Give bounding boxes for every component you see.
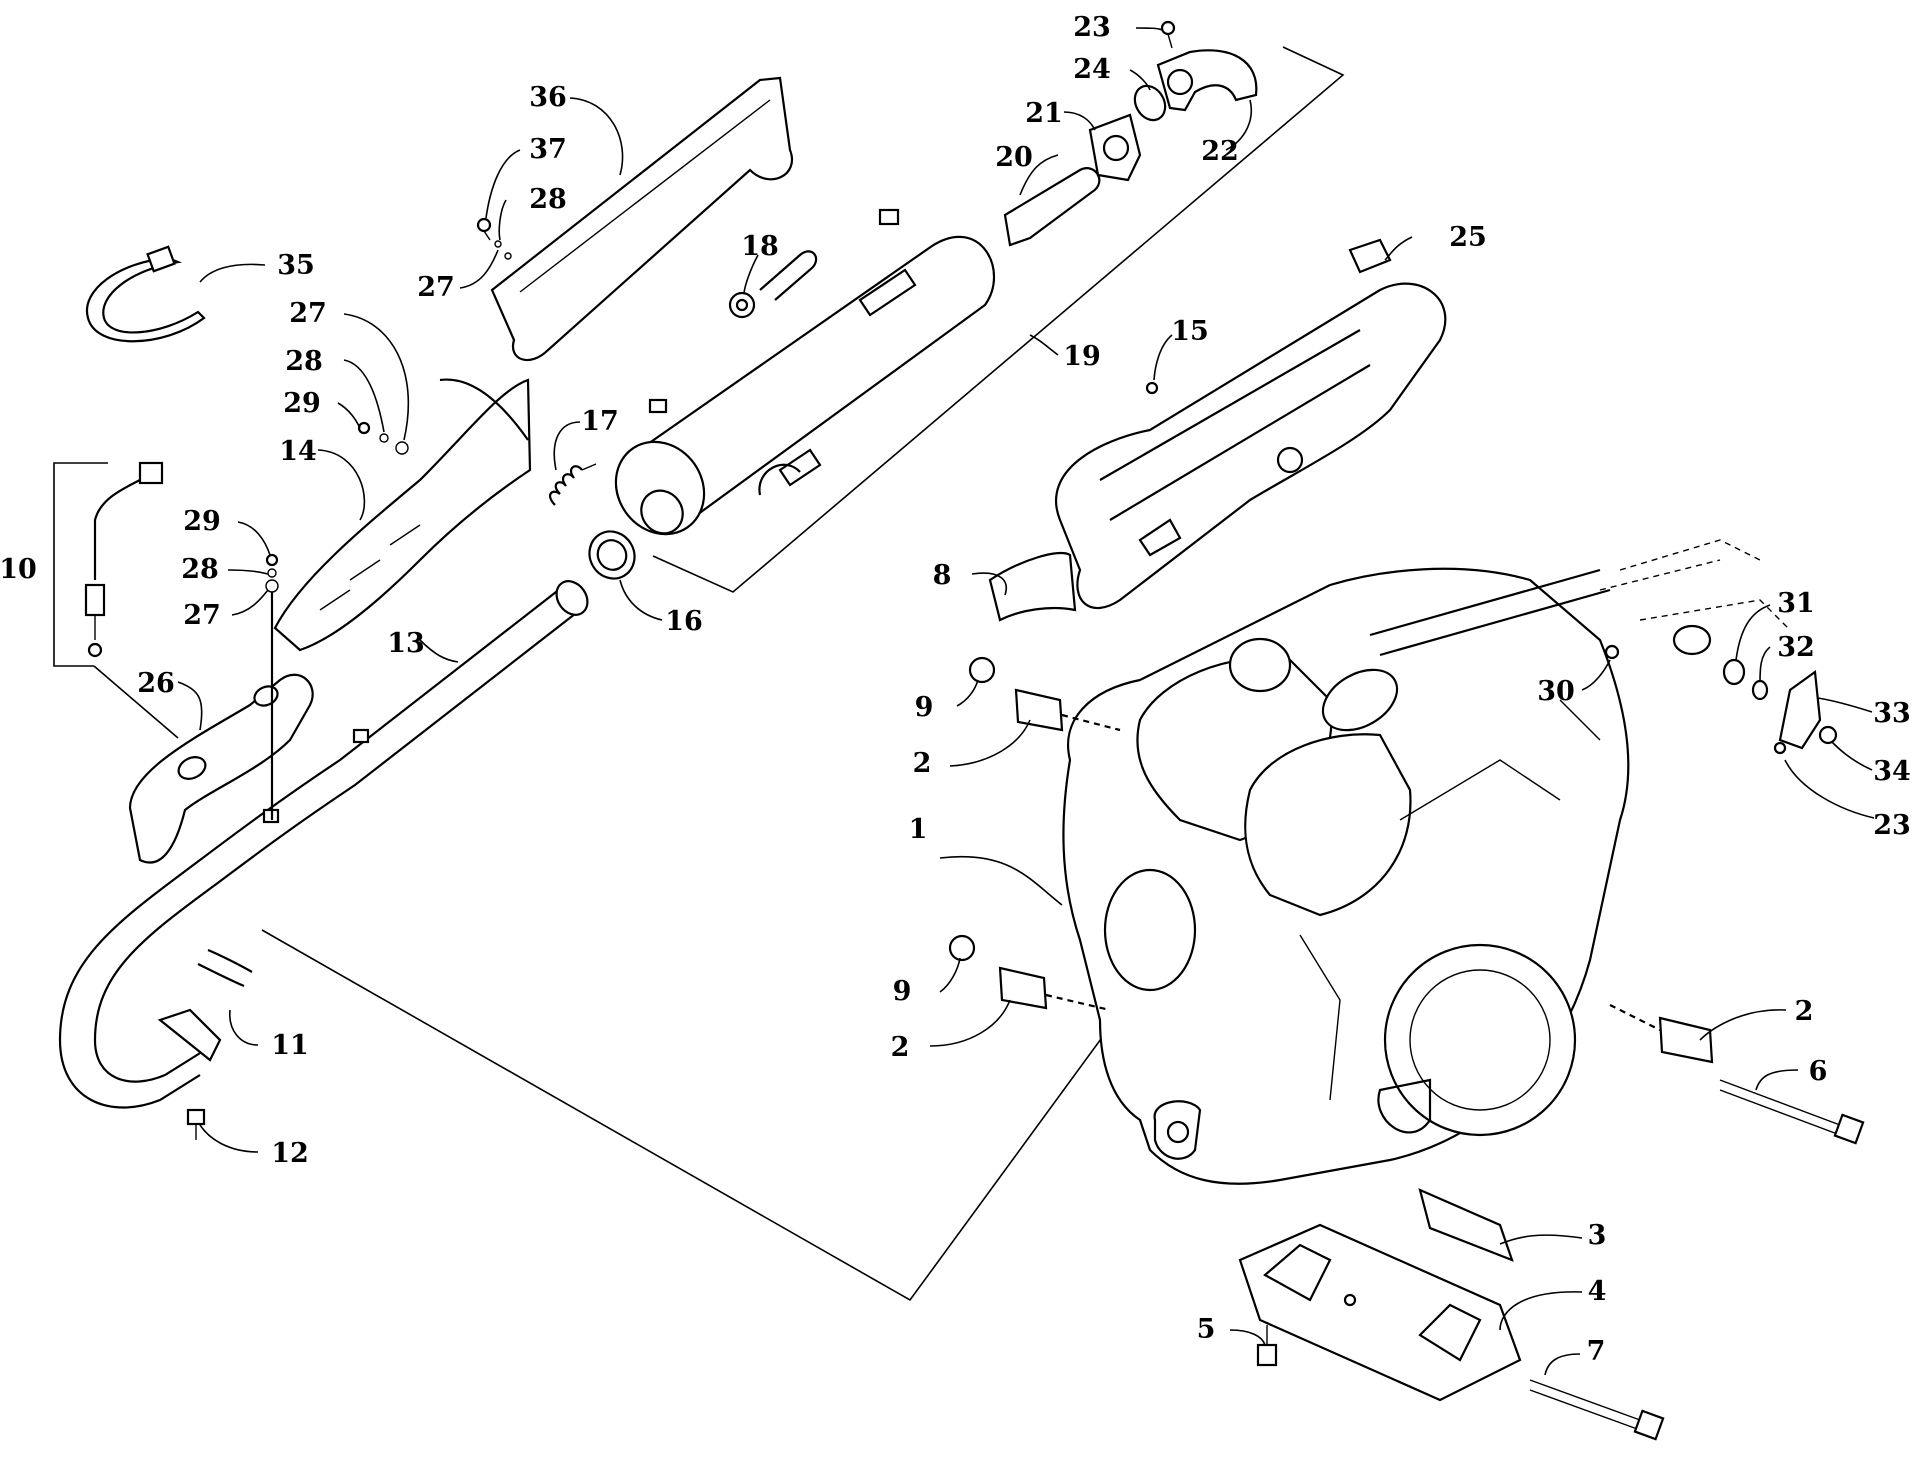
part-15-screw: [1145, 381, 1159, 395]
callout-24: 24: [1073, 54, 1111, 85]
part-25-heat-shield: [1054, 238, 1447, 610]
part-18-grommet: [728, 250, 818, 319]
callout-5: 5: [1197, 1314, 1216, 1345]
callout-13: 13: [387, 628, 425, 659]
callout-34: 34: [1873, 756, 1911, 787]
callout-27: 27: [417, 272, 455, 303]
part-7-bolt: [1529, 1379, 1665, 1441]
callout-23: 23: [1073, 12, 1111, 43]
part-2-sleeve-right: [1609, 1004, 1714, 1064]
part-30-nut: [1604, 644, 1620, 660]
part-20-tailpipe: [1003, 167, 1101, 247]
part-35-strap: [85, 245, 206, 343]
part-10-sensor: [84, 461, 164, 658]
part-31-bushing: [1722, 658, 1746, 686]
part-2-sleeve-lower: [998, 966, 1111, 1012]
callout-17: 17: [581, 406, 619, 437]
part-9-nut-lower: [948, 934, 976, 962]
callout-29: 29: [283, 388, 321, 419]
part-2-sleeve-upper: [1014, 688, 1121, 732]
callout-3: 3: [1588, 1220, 1607, 1251]
exhaust-to-engine-line: [261, 929, 1129, 1302]
part-4-mount-bracket: [1238, 1223, 1522, 1402]
part-29-screw-lower: [265, 553, 279, 820]
group-10-bracket: [53, 462, 108, 667]
callout-7: 7: [1587, 1336, 1606, 1367]
callout-33: 33: [1873, 698, 1911, 729]
part-8-gasket: [988, 551, 1077, 622]
part-12-bolt: [186, 1108, 206, 1140]
callout-21: 21: [1025, 98, 1063, 129]
leader-lines: [177, 27, 1875, 1376]
callout-31: 31: [1777, 588, 1815, 619]
part-6-bolt: [1719, 1079, 1865, 1145]
part-37-screw: [476, 217, 512, 260]
part-11-gaskets: [157, 948, 253, 1062]
part-5-bolt: [1256, 1325, 1278, 1367]
part-33-bracket: [1778, 669, 1822, 750]
callout-20: 20: [995, 142, 1033, 173]
callout-29: 29: [183, 506, 221, 537]
callout-30: 30: [1537, 676, 1575, 707]
sensor-to-shield-line: [93, 665, 179, 739]
callout-9: 9: [893, 976, 912, 1007]
part-9-nut-upper: [968, 656, 996, 684]
callout-labels: 1 2 2 2 3 4 5 6 7 8 9 9 10 11 12 13 14 1…: [0, 12, 1911, 1367]
part-1-engine: [1062, 559, 1721, 1185]
callout-28: 28: [529, 184, 567, 215]
callout-10: 10: [0, 554, 37, 585]
callout-14: 14: [279, 436, 317, 467]
part-24-seal-ring: [1133, 84, 1167, 122]
part-14-heat-shield: [273, 378, 532, 652]
part-17-spring: [548, 463, 597, 506]
callout-28: 28: [181, 554, 219, 585]
callout-25: 25: [1449, 222, 1487, 253]
callout-23: 23: [1873, 810, 1911, 841]
part-23-screw-right: [1773, 741, 1787, 755]
callout-36: 36: [529, 82, 567, 113]
callout-35: 35: [277, 250, 315, 281]
part-16-ring: [588, 530, 636, 580]
part-13-head-pipe: [58, 580, 589, 1109]
callout-4: 4: [1588, 1276, 1607, 1307]
callout-15: 15: [1171, 316, 1209, 347]
callout-27: 27: [183, 600, 221, 631]
callout-18: 18: [741, 231, 779, 262]
callout-22: 22: [1201, 136, 1239, 167]
callout-32: 32: [1777, 632, 1815, 663]
part-21-gasket: [1088, 113, 1142, 182]
callout-9: 9: [915, 692, 934, 723]
callout-19: 19: [1063, 341, 1101, 372]
part-26-heat-shield: [128, 673, 314, 864]
part-32-washer: [1751, 679, 1769, 701]
callout-28: 28: [285, 346, 323, 377]
callout-6: 6: [1809, 1056, 1828, 1087]
callout-1: 1: [909, 814, 928, 845]
callout-26: 26: [137, 668, 175, 699]
callout-16: 16: [665, 606, 703, 637]
part-34-nut: [1818, 725, 1838, 745]
part-3-sleeve: [1418, 1188, 1514, 1262]
part-23-screw-top: [1160, 20, 1176, 49]
part-19-muffler: [614, 208, 996, 536]
frame-reference: [1619, 539, 1791, 656]
callout-12: 12: [271, 1138, 309, 1169]
part-36-heat-shield: [490, 76, 793, 361]
part-22-elbow-outlet: [1156, 49, 1258, 112]
callout-2: 2: [1795, 996, 1814, 1027]
callout-27: 27: [289, 298, 327, 329]
part-29-screw-upper: [357, 421, 409, 455]
callout-2: 2: [891, 1032, 910, 1063]
callout-37: 37: [529, 134, 567, 165]
callout-11: 11: [271, 1030, 309, 1061]
group-19-outline: [652, 46, 1345, 593]
callout-2: 2: [913, 748, 932, 779]
callout-8: 8: [933, 560, 952, 591]
